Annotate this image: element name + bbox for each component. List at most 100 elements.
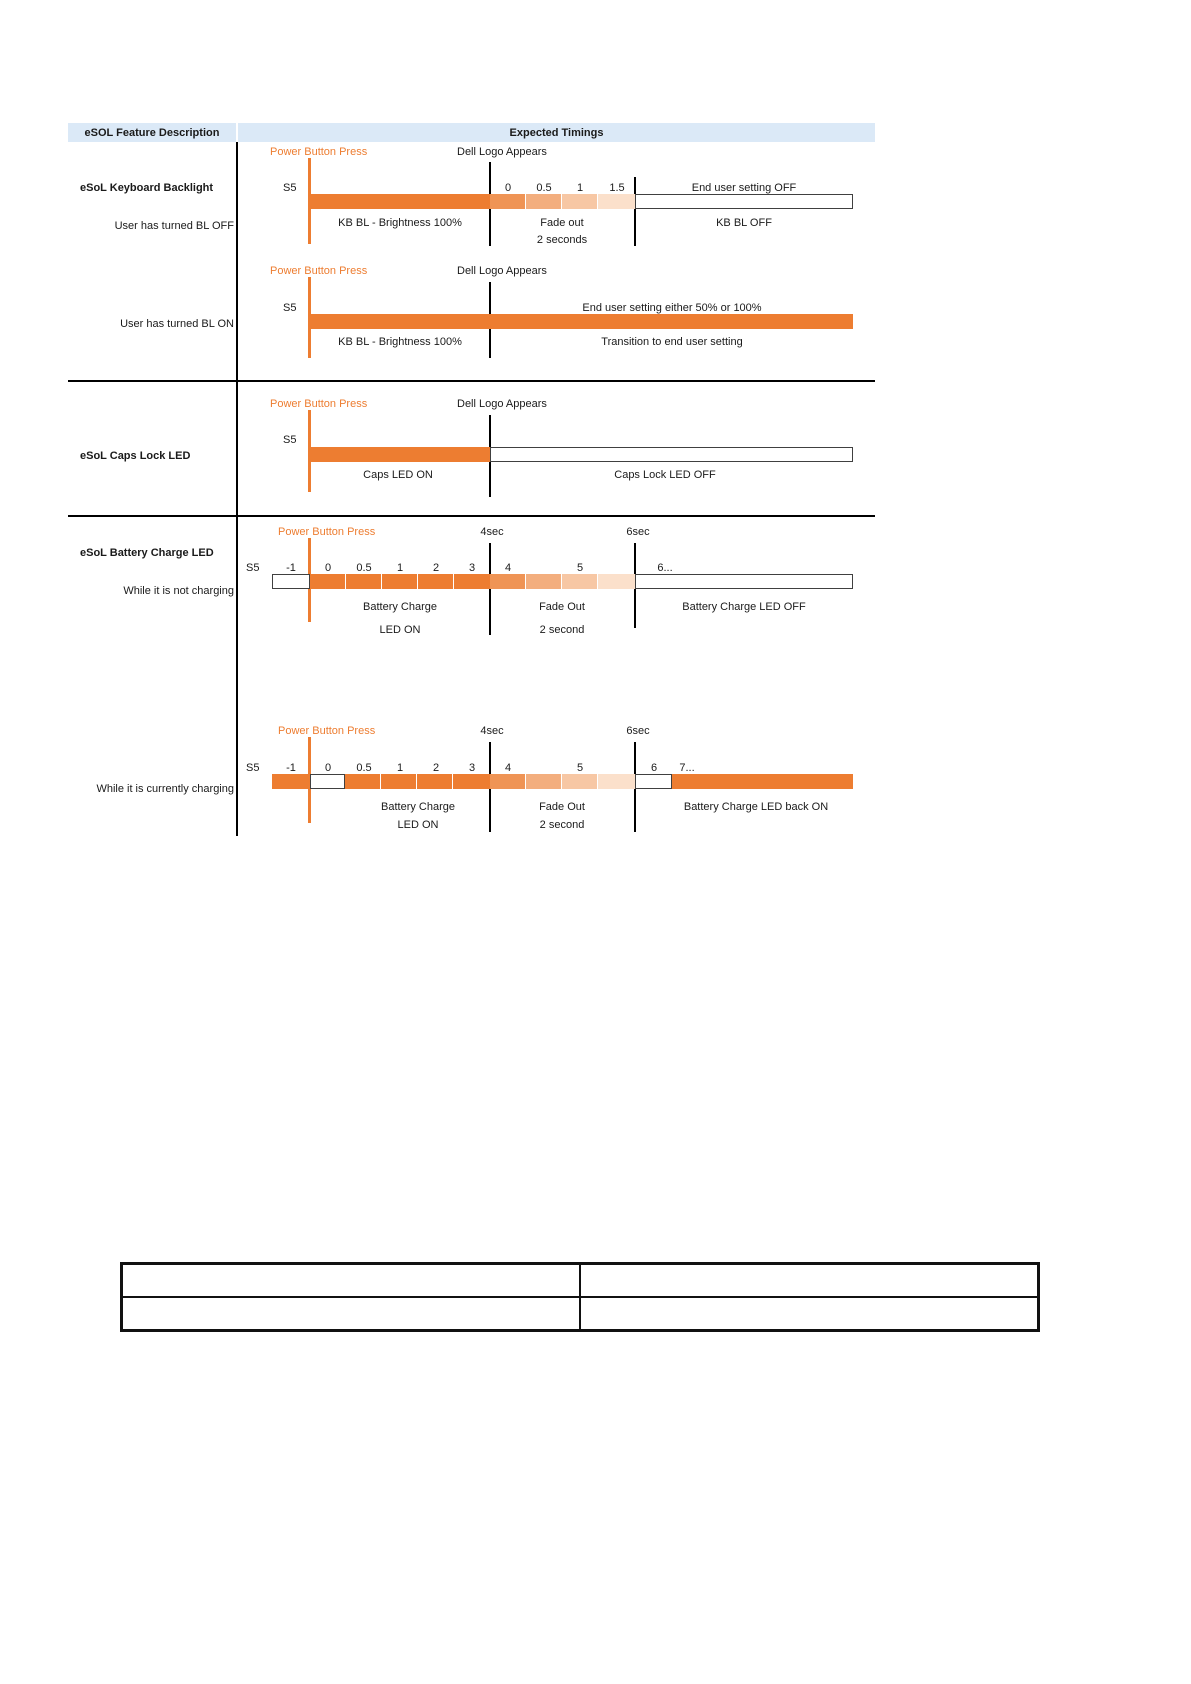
table-cell (122, 1297, 580, 1330)
battery-not-charging-row-label: While it is not charging (123, 585, 234, 597)
fade-out-label: Fade Out (539, 801, 585, 813)
keyboard-on-row-label: User has turned BL ON (120, 318, 234, 330)
fade-out-label: Fade Out (539, 601, 585, 613)
bar-segment-on (345, 774, 381, 789)
tick-label: 7... (679, 762, 695, 774)
battery-charge-label: Battery Charge (381, 801, 455, 813)
fade-duration-label: 2 seconds (536, 234, 588, 246)
dell-logo-appears-label: Dell Logo Appears (457, 265, 547, 277)
bar-segment-on (453, 774, 490, 789)
kb-off-label: KB BL OFF (716, 217, 772, 229)
four-sec-label: 4sec (480, 725, 504, 737)
bar-segment-fade (526, 574, 562, 589)
tick-label: 4 (504, 762, 512, 774)
caps-led-on-label: Caps LED ON (363, 469, 433, 481)
bar-segment-off (635, 194, 853, 209)
bar-segment-off (635, 574, 853, 589)
bar-segment-fade (490, 574, 526, 589)
tick-label: 0 (324, 562, 332, 574)
led-on-label: LED ON (397, 819, 439, 831)
keyboard-section-title: eSoL Keyboard Backlight (80, 182, 214, 194)
power-press-line (308, 410, 311, 492)
battery-charging-row-label: While it is currently charging (96, 783, 234, 795)
bar-segment-fade (562, 574, 598, 589)
tick-label: 1.5 (609, 182, 625, 194)
kb-brightness-label: KB BL - Brightness 100% (338, 336, 462, 348)
tick-label: 4 (504, 562, 512, 574)
bar-segment-on (310, 194, 490, 209)
bar-segment-off (310, 774, 345, 789)
six-sec-label: 6sec (626, 526, 650, 538)
dell-logo-appears-label: Dell Logo Appears (457, 398, 547, 410)
header-timings-col: Expected Timings (238, 123, 875, 142)
led-on-label: LED ON (379, 624, 421, 636)
bar-segment-fade (562, 774, 598, 789)
caps-led-off-label: Caps Lock LED OFF (614, 469, 716, 481)
keyboard-off-row-label: User has turned BL OFF (114, 220, 234, 232)
tick-label: 3 (468, 762, 476, 774)
tick-label: 5 (576, 762, 584, 774)
bar-segment-on (310, 574, 346, 589)
bar-segment-on (418, 574, 454, 589)
bar-segment-on (346, 574, 382, 589)
fade-duration-label: 2 second (539, 819, 585, 831)
bar-segment-on (381, 774, 417, 789)
s5-label: S5 (283, 434, 297, 446)
transition-label: Transition to end user setting (601, 336, 743, 348)
fade-duration-label: 2 second (539, 624, 585, 636)
s5-label: S5 (246, 562, 260, 574)
bar-segment-on (417, 774, 453, 789)
caps-section-title: eSoL Caps Lock LED (80, 450, 191, 462)
timeline-bar-battery-not-charging (272, 574, 853, 589)
table-cell (122, 1264, 580, 1297)
bottom-table (120, 1262, 1040, 1332)
dell-logo-appears-label: Dell Logo Appears (457, 146, 547, 158)
bar-segment-off (635, 774, 672, 789)
timeline-bar-kb-on (310, 314, 853, 329)
bar-segment-on (382, 574, 418, 589)
bar-segment-on (454, 574, 490, 589)
header-timings-label: Expected Timings (509, 126, 604, 139)
timeline-bar-battery-charging (272, 774, 853, 789)
tick-label: -1 (286, 762, 296, 774)
battery-led-back-on-label: Battery Charge LED back ON (683, 801, 829, 813)
power-button-press-label: Power Button Press (278, 725, 376, 737)
tick-label: 6... (657, 562, 673, 574)
bar-segment-fade (526, 774, 562, 789)
bar-segment-fade (562, 194, 598, 209)
bar-segment-fade (598, 774, 635, 789)
four-sec-label: 4sec (480, 526, 504, 538)
power-press-line (308, 277, 311, 358)
tick-label: 2 (432, 762, 440, 774)
s5-label: S5 (246, 762, 260, 774)
fade-end-event-line (634, 177, 636, 246)
kb-brightness-label: KB BL - Brightness 100% (338, 217, 462, 229)
tick-label: 0 (324, 762, 332, 774)
bar-segment-on (310, 447, 490, 462)
bar-segment-off (272, 574, 310, 589)
table-cell (580, 1297, 1038, 1330)
power-button-press-label: Power Button Press (270, 146, 368, 158)
s5-label: S5 (283, 182, 297, 194)
power-button-press-label: Power Button Press (270, 398, 368, 410)
power-press-line (308, 158, 311, 244)
end-user-setting-label: End user setting OFF (691, 182, 797, 194)
four-sec-event-line (489, 543, 491, 635)
section-divider-1 (68, 380, 875, 382)
tick-label: 1 (396, 562, 404, 574)
bar-segment-fade (490, 194, 526, 209)
tick-label: 1 (576, 182, 584, 194)
tick-label: -1 (286, 562, 296, 574)
tick-label: 0.5 (356, 762, 372, 774)
bar-segment-off (490, 447, 853, 462)
header-feature-col: eSOL Feature Description (68, 123, 236, 142)
battery-charge-label: Battery Charge (363, 601, 437, 613)
tick-label: 0.5 (536, 182, 552, 194)
power-button-press-label: Power Button Press (270, 265, 368, 277)
tick-label: 1 (396, 762, 404, 774)
tick-label: 3 (468, 562, 476, 574)
bar-segment-fade (598, 194, 635, 209)
tick-label: 0.5 (356, 562, 372, 574)
battery-led-off-label: Battery Charge LED OFF (682, 601, 806, 613)
bar-segment-on (272, 774, 310, 789)
